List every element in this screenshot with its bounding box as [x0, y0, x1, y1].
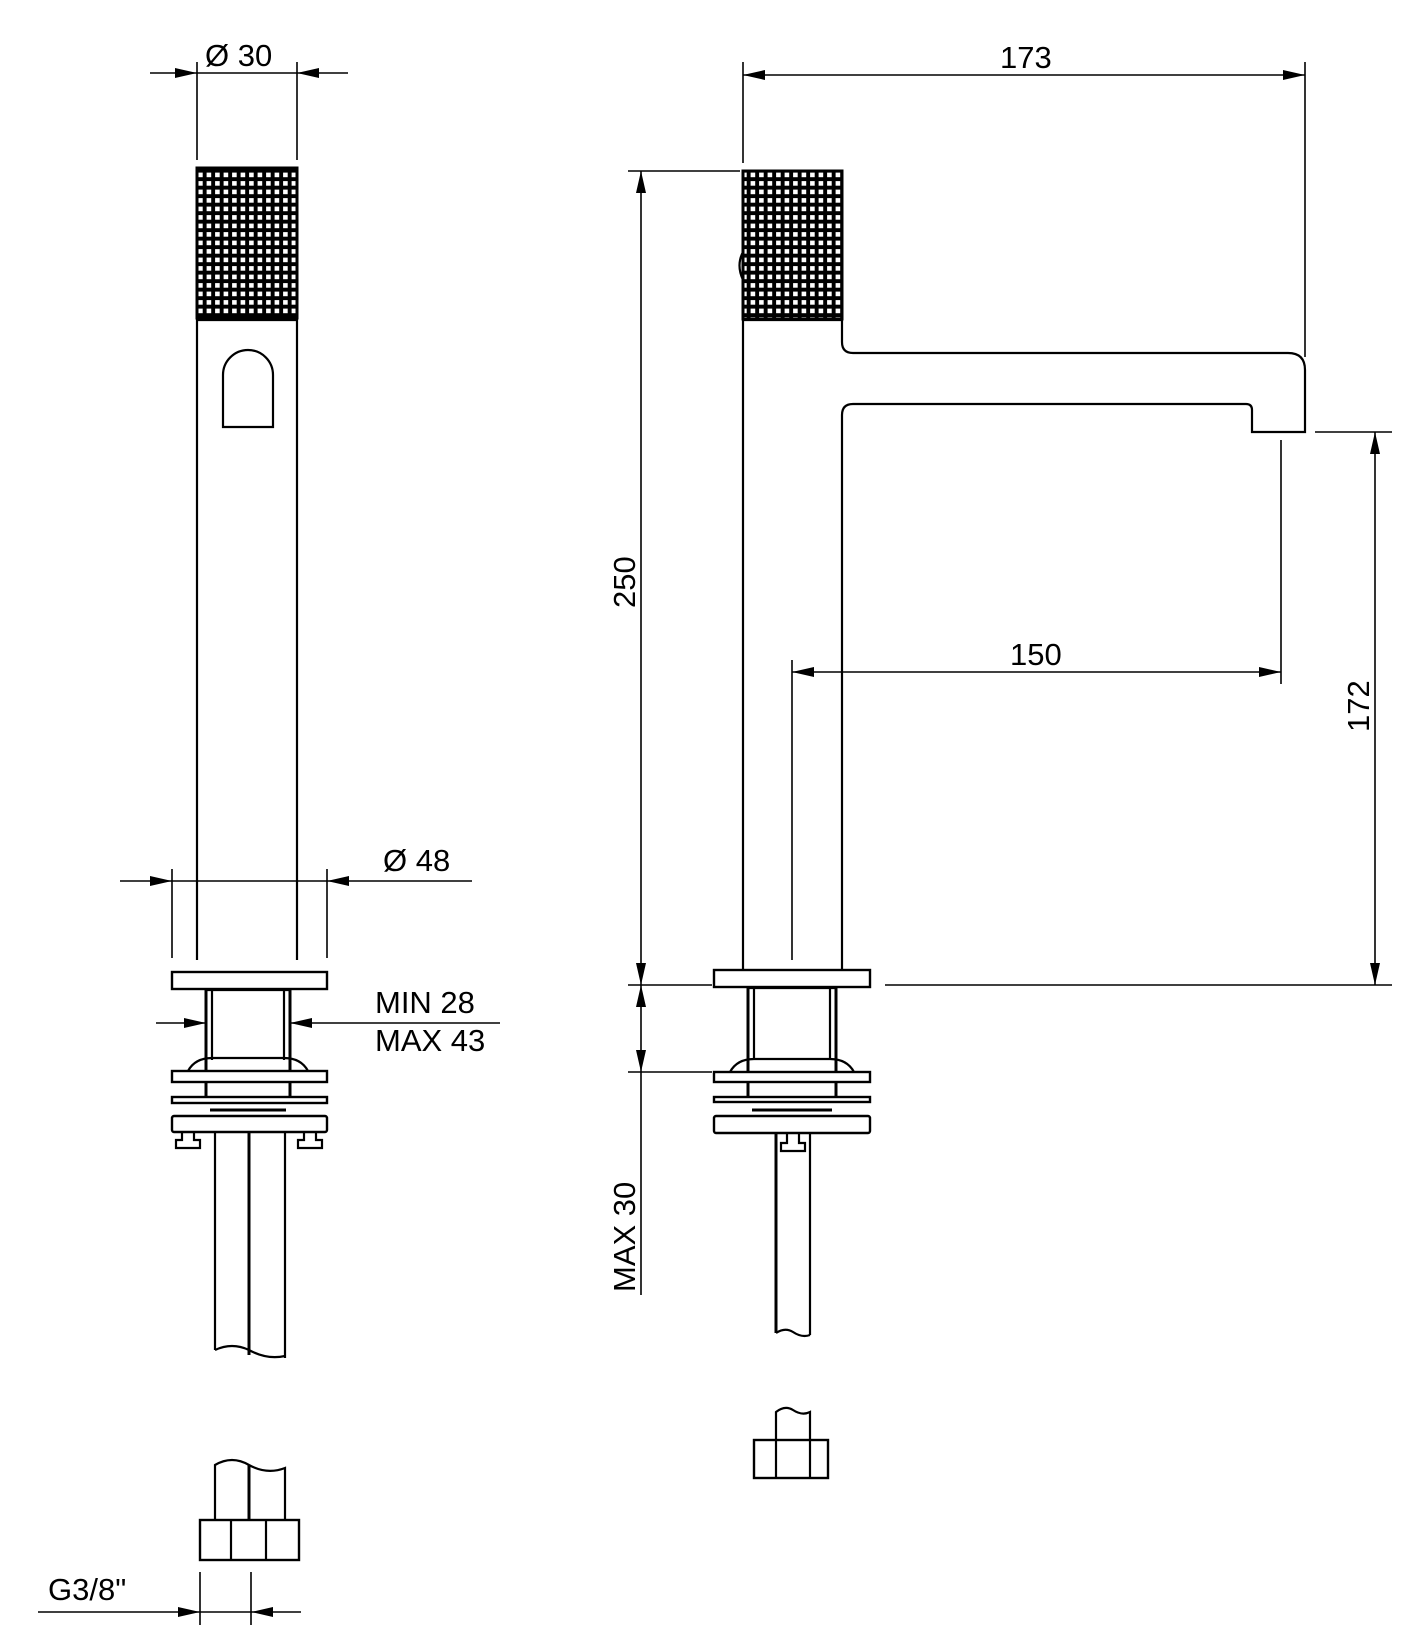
dim-connection: G3/8" — [38, 1572, 301, 1625]
hole-max-label: MAX 43 — [375, 1023, 485, 1058]
base-plate — [170, 970, 329, 991]
overall-length-label: 173 — [1000, 40, 1052, 75]
shank-front — [204, 988, 292, 1103]
base-plate-side — [712, 968, 872, 989]
mixer-body-front — [195, 318, 299, 960]
base-diameter-label: Ø 48 — [383, 843, 450, 878]
hose-side — [774, 1133, 812, 1338]
dim-deck-thickness: MAX 30 — [607, 985, 712, 1295]
handle-diameter-label: Ø 30 — [205, 38, 272, 73]
hole-min-label: MIN 28 — [375, 985, 475, 1020]
dim-spout-reach: 150 — [791, 440, 1282, 960]
front-view: Ø 30 Ø 48 — [38, 38, 500, 1625]
dim-overall-length: 173 — [742, 40, 1306, 357]
connection-label: G3/8" — [48, 1572, 126, 1607]
mixer-body-side — [741, 318, 1307, 970]
side-view: 173 250 150 — [607, 40, 1392, 1480]
hose-fitting-side — [752, 1406, 830, 1480]
hoses-front — [213, 1132, 287, 1359]
knurled-handle — [195, 166, 299, 320]
fixing-kit-front — [170, 1056, 329, 1150]
dim-overall-height: 250 — [607, 170, 740, 986]
dim-handle-diameter: Ø 30 — [150, 38, 348, 160]
fixing-kit-side — [712, 1057, 872, 1153]
spout-reach-label: 150 — [1010, 637, 1062, 672]
dim-base-diameter: Ø 48 — [120, 843, 472, 958]
lever-pin — [738, 251, 745, 281]
knurled-handle-side — [741, 169, 844, 321]
deck-thickness-label: MAX 30 — [607, 1182, 642, 1292]
dim-hole-range: MIN 28 MAX 43 — [156, 985, 500, 1058]
shank-side — [746, 986, 838, 1103]
hose-fitting-front — [198, 1458, 301, 1562]
overall-height-label: 250 — [607, 556, 642, 608]
spout-height-label: 172 — [1341, 680, 1376, 732]
dim-spout-height: 172 — [885, 431, 1392, 986]
